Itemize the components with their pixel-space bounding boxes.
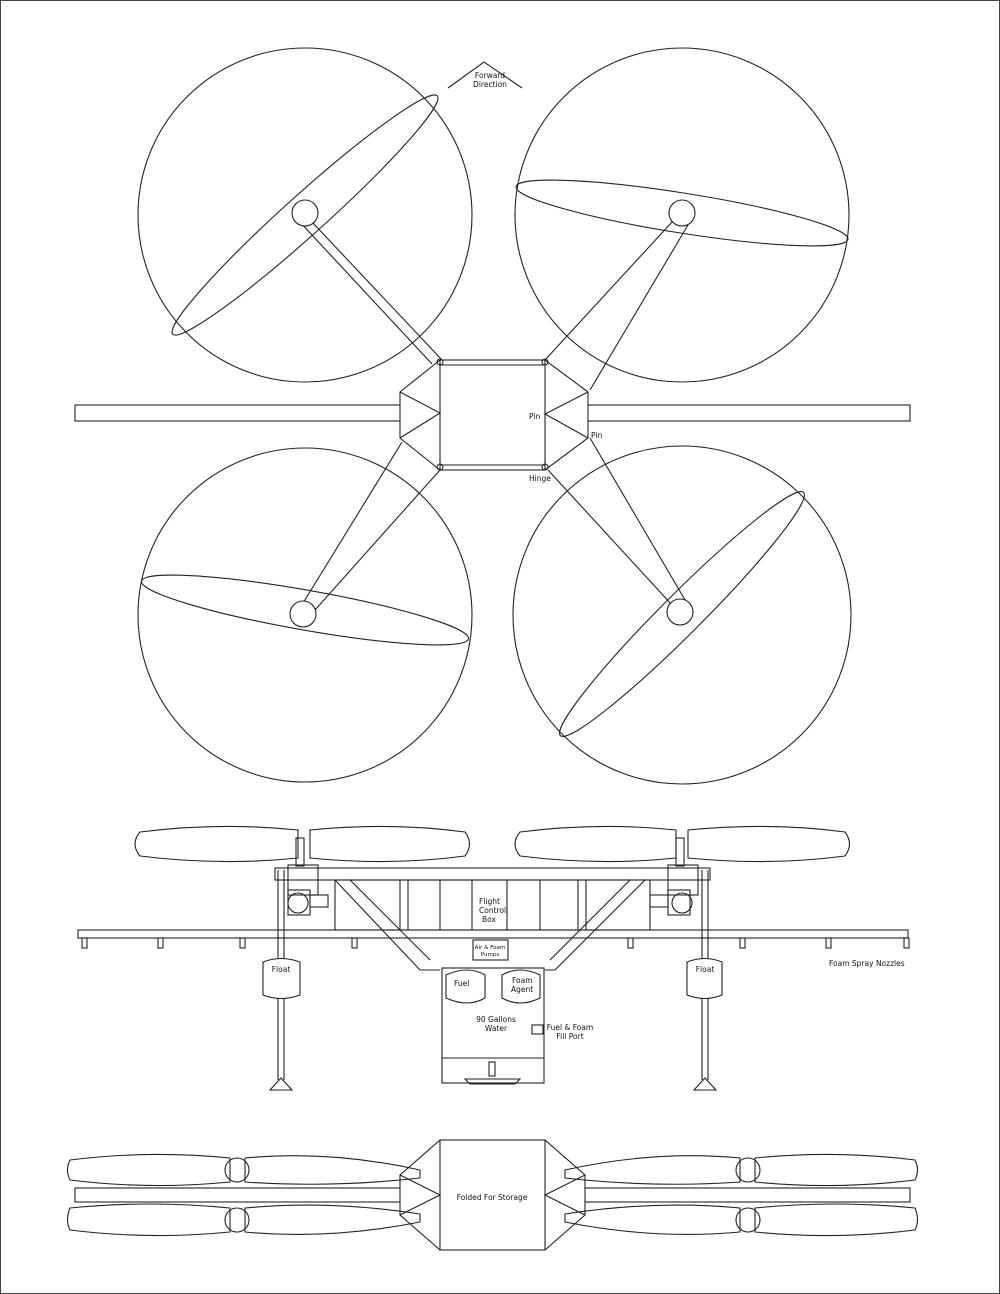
pin-label-center: Pin: [529, 412, 540, 421]
side-motors: [287, 837, 699, 916]
float-right: [686, 957, 723, 1000]
spray-nozzles: [81, 937, 910, 949]
spray-boom-side: [77, 929, 909, 939]
fcb-label-2: Control: [479, 906, 506, 915]
fcb-label-1: Flight: [479, 897, 500, 906]
forward-label-1: Forward: [475, 71, 505, 80]
fill-port-label-1: Fuel & Foam: [547, 1023, 594, 1032]
float-label-right: Float: [696, 965, 715, 974]
motor-hub: [291, 199, 319, 227]
pumps-label-2: Pumps: [481, 952, 500, 958]
drop-nozzle: [463, 1078, 522, 1085]
side-blades: [134, 825, 851, 863]
foam-label-2: Agent: [511, 985, 533, 994]
water-label-1: 90 Gallons: [476, 1015, 516, 1024]
side-view: Float Float Air & Foam Pumps Flight Cont…: [77, 825, 910, 1091]
fuel-tank: [445, 969, 486, 1004]
forward-arrow-icon: [447, 61, 523, 89]
foam-tank: [501, 969, 541, 1004]
frame-struts: [334, 879, 646, 971]
center-body: [399, 358, 589, 471]
fill-port-label-2: Fill Port: [556, 1032, 583, 1041]
rotor-front-right: [514, 47, 850, 383]
float-left: [262, 957, 301, 1000]
folded-view: Folded For Storage: [66, 1139, 919, 1251]
rotor-arms: [297, 219, 689, 611]
water-label-2: Water: [485, 1024, 508, 1033]
rotor-rear-left: [137, 447, 473, 783]
float-label-left: Float: [272, 965, 291, 974]
hinge-label: Hinge: [529, 474, 551, 483]
folded-label: Folded For Storage: [457, 1193, 528, 1202]
pin-label-right: Pin: [591, 431, 602, 440]
rotor-front-left: [137, 47, 473, 383]
fill-port: [531, 1024, 544, 1035]
drain-valve: [488, 1061, 496, 1077]
folded-rotors: [66, 1153, 919, 1237]
fuel-label: Fuel: [454, 979, 469, 988]
pumps-label-1: Air & Foam: [475, 945, 505, 951]
motor-hub: [289, 600, 317, 628]
motor-hub: [666, 598, 694, 626]
rotor-rear-right: [512, 445, 852, 785]
forward-label-2: Direction: [473, 80, 507, 89]
motor-hub: [668, 199, 696, 227]
nozzles-label: Foam Spray Nozzles: [829, 959, 905, 968]
top-view: Forward Direction Pin Pin Hinge: [74, 47, 911, 785]
pumps-box: [472, 939, 509, 961]
water-tank: [441, 967, 545, 1084]
fcb-label-3: Box: [482, 915, 497, 924]
foam-label-1: Foam: [512, 976, 533, 985]
